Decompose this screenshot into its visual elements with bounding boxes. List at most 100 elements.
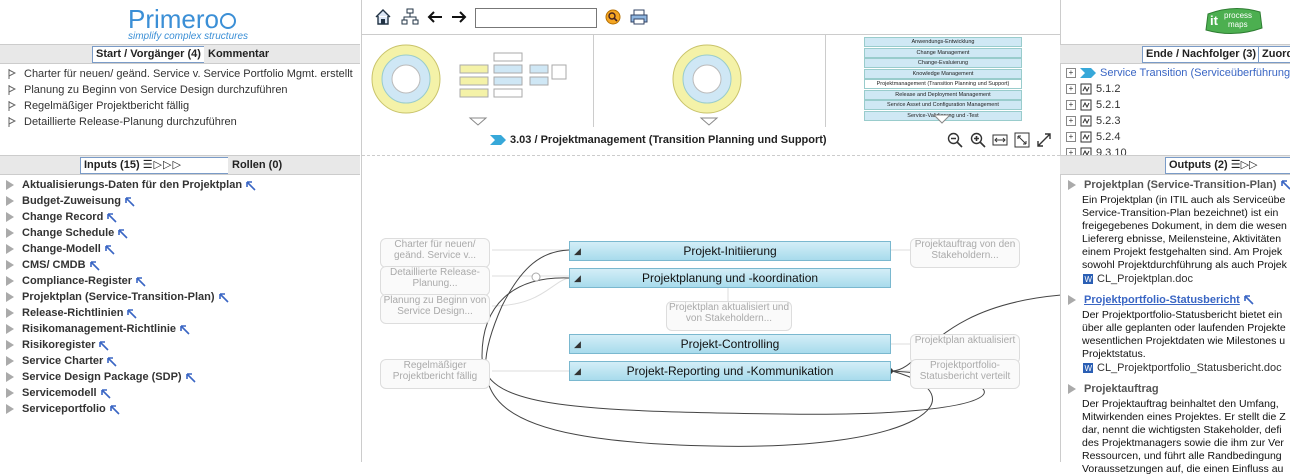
expand-plus-icon[interactable]: + (1066, 68, 1076, 79)
expand-triangle-icon[interactable] (6, 212, 14, 223)
predecessor-item[interactable]: Planung zu Beginn von Service Design dur… (8, 82, 288, 98)
output-item[interactable]: Projektauftrag (1068, 383, 1159, 395)
output-item[interactable]: Projektportfolio-Statusbericht (1068, 294, 1254, 306)
expand-triangle-icon[interactable] (6, 308, 14, 319)
jump-link-icon[interactable] (136, 276, 146, 287)
jump-link-icon[interactable] (218, 292, 229, 303)
jump-link-icon[interactable] (125, 196, 135, 207)
expand-plus-icon[interactable]: + (1066, 84, 1076, 95)
jump-link-icon[interactable] (246, 180, 256, 191)
back-arrow-icon[interactable] (427, 8, 445, 26)
jump-link-icon[interactable] (100, 388, 111, 399)
jump-link-icon[interactable] (109, 404, 120, 415)
successor-item[interactable]: +Service Transition (Serviceüberführung) (1066, 66, 1290, 81)
expand-triangle-icon[interactable] (6, 340, 14, 351)
home-icon[interactable] (374, 8, 392, 26)
input-item[interactable]: Service Charter (6, 353, 117, 369)
predecessor-item[interactable]: Detaillierte Release-Planung durchzuführ… (8, 114, 237, 130)
ghost-event[interactable]: Charter für neuen/ geänd. Service v... (380, 238, 490, 268)
tab-inputs[interactable]: Inputs (15) ☰▷▷▷ (80, 157, 233, 174)
ghost-event[interactable]: Projektauftrag von den Stakeholdern... (910, 238, 1020, 268)
fit-width-icon[interactable] (992, 132, 1008, 148)
thumbnail-overview-2[interactable] (594, 34, 826, 127)
expand-triangle-icon[interactable] (6, 324, 14, 335)
input-item[interactable]: Risikoregister (6, 337, 109, 353)
input-item[interactable]: Risikomanagement-Richtlinie (6, 321, 190, 337)
jump-link-icon[interactable] (89, 260, 100, 271)
expand-triangle-icon[interactable] (6, 388, 14, 399)
expand-triangle-icon[interactable] (6, 260, 14, 271)
zoom-in-icon[interactable] (970, 132, 986, 148)
tab-outputs[interactable]: Outputs (2) ☰▷▷ (1165, 157, 1290, 174)
input-item[interactable]: CMS/ CMDB (6, 257, 100, 273)
expand-triangle-icon[interactable] (6, 196, 14, 207)
jump-link-icon[interactable] (107, 212, 117, 223)
expand-plus-icon[interactable]: + (1066, 132, 1076, 143)
jump-link-icon[interactable] (127, 308, 138, 319)
expand-triangle-icon[interactable] (6, 356, 14, 367)
ghost-event[interactable]: Planung zu Beginn von Service Design... (380, 294, 490, 324)
predecessor-item[interactable]: Charter für neuen/ geänd. Service v. Ser… (8, 66, 353, 82)
input-item[interactable]: Change Record (6, 209, 117, 225)
ghost-event[interactable]: Projektportfolio-Statusbericht verteilt (910, 359, 1020, 389)
ghost-event[interactable]: Detaillierte Release-Planung... (380, 266, 490, 296)
ghost-event[interactable]: Projektplan aktualisiert und von Stakeho… (666, 301, 792, 331)
input-item[interactable]: Service Design Package (SDP) (6, 369, 196, 385)
expand-plus-icon[interactable]: + (1066, 100, 1076, 111)
tab-roles[interactable]: Rollen (0) (228, 157, 287, 174)
fit-page-icon[interactable] (1014, 132, 1030, 148)
output-filter-icons[interactable]: ☰▷▷ (1230, 159, 1258, 171)
zoom-out-icon[interactable] (947, 132, 963, 148)
jump-link-icon[interactable] (1280, 180, 1290, 190)
input-item[interactable]: Projektplan (Service-Transition-Plan) (6, 289, 229, 305)
search-input[interactable] (475, 8, 597, 28)
tab-start-predecessors[interactable]: Start / Vorgänger (4) (92, 46, 205, 63)
expand-triangle-icon[interactable] (6, 228, 14, 239)
input-item[interactable]: Compliance-Register (6, 273, 146, 289)
successor-item[interactable]: +5.1.2 (1066, 82, 1120, 97)
process-step[interactable]: ◢Projekt-Reporting und -Kommunikation (569, 361, 891, 381)
input-item[interactable]: Release-Richtlinien (6, 305, 138, 321)
expand-triangle-icon[interactable] (6, 404, 14, 415)
input-item[interactable]: Budget-Zuweisung (6, 193, 135, 209)
tab-end-successors[interactable]: Ende / Nachfolger (3) (1142, 46, 1261, 63)
search-go-icon[interactable] (604, 8, 622, 26)
expand-triangle-icon[interactable] (6, 244, 14, 255)
successor-item[interactable]: +5.2.4 (1066, 130, 1120, 145)
fullscreen-icon[interactable] (1036, 132, 1052, 148)
ghost-event[interactable]: Regelmäßiger Projektbericht fällig (380, 359, 490, 389)
thumbnail-overview-1[interactable] (362, 34, 594, 127)
input-item[interactable]: Aktualisierungs-Daten für den Projektpla… (6, 177, 256, 193)
expand-triangle-icon[interactable] (6, 292, 14, 303)
expand-triangle-icon[interactable] (6, 276, 14, 287)
jump-link-icon[interactable] (185, 372, 196, 383)
expand-triangle-icon[interactable] (1068, 295, 1076, 306)
input-item[interactable]: Serviceportfolio (6, 401, 120, 417)
process-step[interactable]: ◢Projektplanung und -koordination (569, 268, 891, 288)
jump-link-icon[interactable] (99, 340, 109, 351)
input-item[interactable]: Change-Modell (6, 241, 115, 257)
jump-link-icon[interactable] (1244, 295, 1254, 305)
jump-link-icon[interactable] (107, 356, 117, 367)
process-step[interactable]: ◢Projekt-Controlling (569, 334, 891, 354)
expand-triangle-icon[interactable] (1068, 384, 1076, 395)
successor-item[interactable]: +5.2.1 (1066, 98, 1120, 113)
jump-link-icon[interactable] (180, 324, 190, 335)
expand-triangle-icon[interactable] (6, 180, 14, 191)
jump-link-icon[interactable] (118, 228, 128, 239)
expand-plus-icon[interactable]: + (1066, 116, 1076, 127)
tab-assignment[interactable]: Zuord (1258, 46, 1290, 63)
predecessor-item[interactable]: Regelmäßiger Projektbericht fällig (8, 98, 189, 114)
filter-icons[interactable]: ☰▷▷▷ (142, 159, 182, 171)
print-icon[interactable] (630, 8, 648, 26)
process-step[interactable]: ◢Projekt-Initiierung (569, 241, 891, 261)
forward-arrow-icon[interactable] (449, 8, 467, 26)
sitemap-icon[interactable] (401, 8, 419, 26)
expand-triangle-icon[interactable] (6, 372, 14, 383)
input-item[interactable]: Change Schedule (6, 225, 128, 241)
successor-item[interactable]: +5.2.3 (1066, 114, 1120, 129)
input-item[interactable]: Servicemodell (6, 385, 111, 401)
